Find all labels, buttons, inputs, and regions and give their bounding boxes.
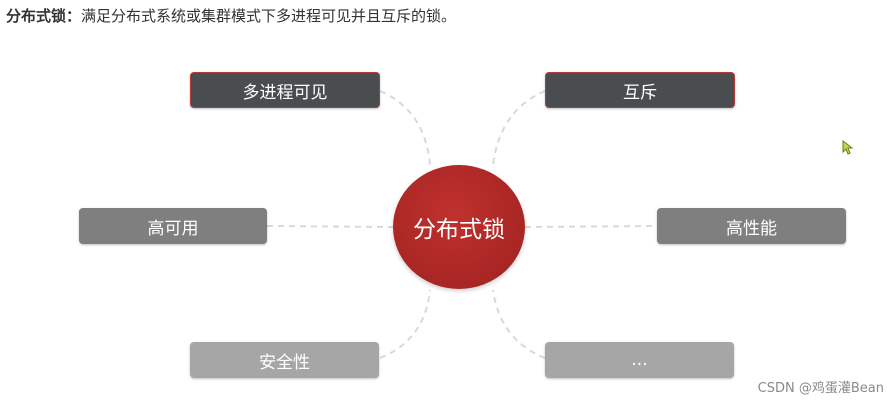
node-high-availability-label: 高可用	[147, 218, 199, 239]
node-more-label: ...	[631, 350, 648, 370]
node-high-availability: 高可用	[79, 208, 267, 244]
node-security-label: 安全性	[259, 352, 310, 373]
header-term: 分布式锁：	[6, 7, 82, 25]
connector-top-left	[379, 90, 431, 166]
center-node-distributed-lock: 分布式锁	[393, 165, 525, 289]
node-multi-process-visible-label: 多进程可见	[242, 82, 328, 103]
center-node-label: 分布式锁	[413, 217, 505, 243]
connector-bottom-right	[492, 289, 546, 359]
mouse-cursor-icon	[842, 140, 854, 155]
node-mutual-exclusion-label: 互斥	[623, 82, 657, 103]
node-mutual-exclusion: 互斥	[545, 72, 735, 108]
connector-top-right	[492, 90, 546, 166]
node-security: 安全性	[190, 342, 379, 378]
node-high-performance-label: 高性能	[726, 218, 777, 239]
node-more: ...	[545, 342, 734, 378]
watermark: CSDN @鸡蛋灌Bean	[757, 381, 884, 396]
connector-mid-right	[524, 225, 658, 228]
connector-bottom-left	[379, 289, 431, 359]
connector-mid-left	[266, 225, 394, 228]
header-text: 分布式锁：满足分布式系统或集群模式下多进程可见并且互斥的锁。	[6, 5, 456, 26]
header-description: 满足分布式系统或集群模式下多进程可见并且互斥的锁。	[81, 7, 457, 25]
node-high-performance: 高性能	[657, 208, 846, 244]
node-multi-process-visible: 多进程可见	[190, 72, 380, 108]
